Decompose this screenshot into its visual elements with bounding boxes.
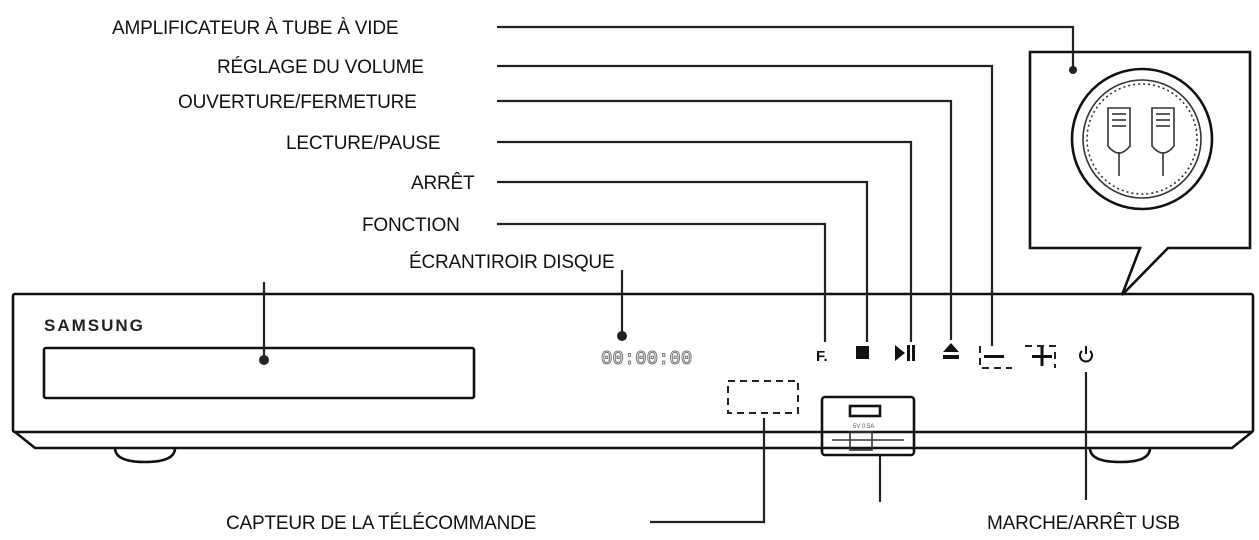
- label-open-close: OUVERTURE/FERMETURE: [178, 92, 417, 113]
- label-remote-sensor: CAPTEUR DE LA TÉLÉCOMMANDE: [226, 513, 536, 534]
- stop-icon[interactable]: [856, 346, 869, 359]
- brand-logo: SAMSUNG: [44, 316, 145, 335]
- volume-bracket-right: [1025, 345, 1056, 368]
- volume-control[interactable]: [979, 345, 1056, 369]
- display-readout: 00:00:00: [601, 348, 692, 370]
- foot-right: [1088, 447, 1152, 464]
- usb-port[interactable]: 5V 0.5A: [820, 395, 916, 457]
- foot-left: [113, 447, 177, 464]
- top-leaders: [262, 25, 1075, 358]
- label-tray: ÉCRANTIROIR DISQUE: [409, 252, 614, 273]
- power-icon[interactable]: [1079, 346, 1093, 363]
- front-panel: [11, 292, 1255, 434]
- svg-text:5V 0.5A: 5V 0.5A: [853, 424, 874, 430]
- eject-icon[interactable]: [943, 343, 959, 359]
- label-stop: ARRÊT: [411, 172, 475, 194]
- remote-sensor-window: [727, 380, 799, 414]
- tube-window-inner: [1082, 79, 1202, 199]
- play-pause-icon[interactable]: [895, 345, 915, 361]
- label-function: FONCTION: [362, 215, 460, 236]
- callout-bubble: [1028, 50, 1252, 296]
- function-button[interactable]: F.: [816, 348, 828, 365]
- tray-anchor-dot: [259, 355, 269, 365]
- tube-callout: [1028, 50, 1252, 296]
- plus-icon[interactable]: [1032, 347, 1052, 366]
- vacuum-tube-right: [1151, 107, 1175, 176]
- callout-anchor-dot: [1069, 66, 1077, 74]
- display-anchor-dot: [617, 331, 627, 341]
- disc-tray[interactable]: [42, 346, 476, 400]
- label-tube-amplifier: AMPLIFICATEUR À TUBE À VIDE: [112, 18, 398, 39]
- label-volume: RÉGLAGE DU VOLUME: [217, 57, 424, 78]
- vacuum-tube-left: [1107, 107, 1131, 176]
- minus-icon[interactable]: [984, 355, 1004, 358]
- tube-window-outer: [1070, 67, 1214, 211]
- device-body: SAMSUNG 00:00:00 5V 0.5A F.: [11, 292, 1255, 464]
- bottom-leaders: [650, 372, 1088, 524]
- device-base: [14, 430, 1253, 450]
- tube-window-ring: [1086, 83, 1198, 195]
- label-play-pause: LECTURE/PAUSE: [286, 133, 440, 154]
- label-power-usb: MARCHE/ARRÊT USB: [987, 512, 1180, 534]
